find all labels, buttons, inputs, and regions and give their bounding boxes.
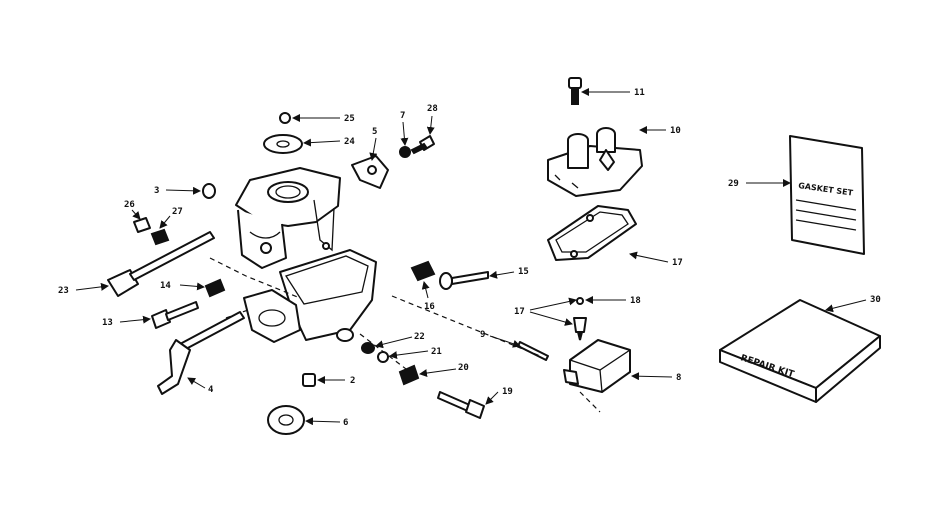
part-3-plug	[202, 183, 216, 199]
callout-16: 16	[424, 302, 435, 312]
callout-3: 3	[154, 186, 159, 196]
float-chamber-gasket	[547, 205, 637, 261]
callout-9: 9	[480, 330, 485, 340]
leader-24	[303, 138, 341, 147]
needle-valve	[573, 297, 587, 341]
callout-29: 29	[728, 179, 739, 189]
callout-6: 6	[343, 418, 348, 428]
callout-23: 23	[58, 286, 69, 296]
callout-26: 26	[124, 200, 135, 210]
callout-7: 7	[400, 111, 405, 121]
callout-28: 28	[427, 104, 438, 114]
leader-3	[165, 186, 201, 195]
leader-17b-lower	[529, 311, 573, 326]
part-7-nut	[399, 146, 411, 158]
leader-lines	[75, 88, 867, 426]
leader-30	[825, 299, 867, 313]
leader-15	[489, 270, 515, 279]
callout-11: 11	[634, 88, 645, 98]
part-16-spring	[410, 260, 436, 282]
callout-4: 4	[208, 385, 214, 395]
leader-14	[179, 282, 205, 291]
leader-4	[187, 377, 206, 389]
callout-14: 14	[160, 281, 171, 291]
callout-17-gasket: 17	[672, 258, 683, 268]
leader-6	[305, 417, 341, 426]
gasket-set-card: GASKET SET	[789, 135, 865, 255]
part-25-washer	[279, 112, 291, 124]
part-14-spring	[204, 278, 226, 298]
callout-2: 2	[350, 376, 355, 386]
part-15-screw	[439, 271, 489, 290]
part-24-gasket	[263, 134, 303, 154]
part-20-spring	[398, 364, 420, 386]
repair-kit-box: REPAIR KIT	[719, 299, 881, 403]
leader-28	[426, 115, 435, 135]
part-23-lever-shaft	[107, 231, 215, 297]
float-chamber-cover	[547, 127, 643, 197]
part-22-plug	[361, 342, 375, 354]
float-pin	[517, 341, 549, 361]
part-13-idle-screw	[151, 301, 199, 329]
callout-17-seat: 17	[514, 307, 525, 317]
leader-23	[75, 282, 109, 291]
callout-21: 21	[431, 347, 442, 357]
callout-19: 19	[502, 387, 513, 397]
callout-8: 8	[676, 373, 681, 383]
part-4-throttle-shaft	[157, 311, 245, 395]
part-19-mixture-screw	[437, 391, 485, 419]
part-6-throttle-plate	[267, 405, 305, 435]
leader-26	[131, 209, 141, 220]
leader-27	[159, 215, 171, 229]
callout-20: 20	[458, 363, 469, 373]
callout-24: 24	[344, 137, 355, 147]
leader-21	[389, 350, 429, 360]
callout-5: 5	[372, 127, 377, 137]
callout-15: 15	[518, 267, 529, 277]
callout-30: 30	[870, 295, 881, 305]
leader-17b-upper	[529, 297, 577, 311]
leader-8	[631, 372, 673, 381]
leader-16	[421, 281, 430, 299]
callout-13: 13	[102, 318, 113, 328]
callout-numbers: 25 24 5 7 28 3 26 27 23 14 13 4 2 6 22 2…	[58, 88, 881, 428]
float	[563, 339, 631, 393]
screw-11	[568, 77, 582, 105]
leader-20	[419, 368, 457, 377]
carburetor-body	[235, 167, 377, 343]
leader-5	[369, 137, 378, 161]
part-27-spring	[150, 228, 170, 246]
leader-19	[485, 391, 499, 405]
part-2-fitting	[302, 373, 316, 387]
part-26-cap	[133, 217, 151, 233]
part-5-bracket	[351, 155, 389, 189]
leader-7	[400, 121, 409, 146]
leader-13	[119, 315, 151, 324]
leader-17a	[629, 251, 669, 263]
callout-25: 25	[344, 114, 355, 124]
leader-9	[489, 335, 521, 348]
part-28-screw	[410, 135, 435, 155]
callout-27: 27	[172, 207, 183, 217]
part-21-washer	[377, 351, 389, 363]
callout-10: 10	[670, 126, 681, 136]
leader-22	[375, 336, 413, 349]
callout-22: 22	[414, 332, 425, 342]
callout-18: 18	[630, 296, 641, 306]
